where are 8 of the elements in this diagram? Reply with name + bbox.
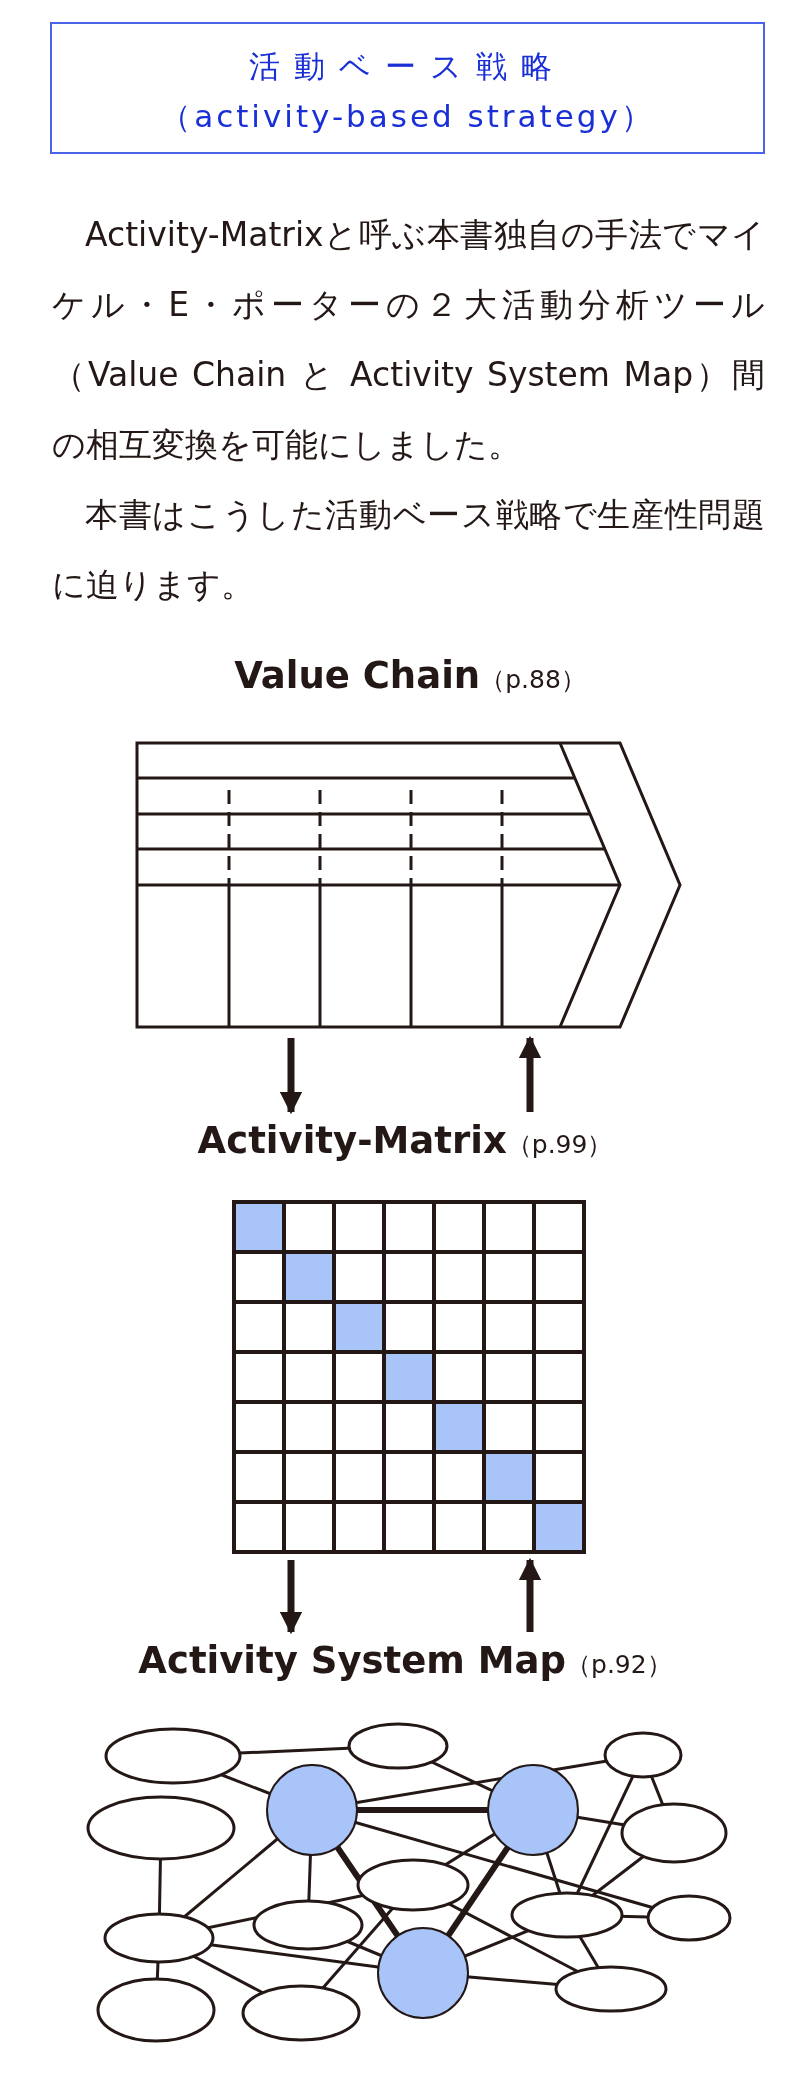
title-text: （activity-based strategy） — [159, 97, 656, 136]
paragraph: 本書はこうした活動ベース戦略で生産性問題に迫ります。 — [52, 494, 765, 606]
heading: Activity System Map（p.92） — [138, 1638, 672, 1684]
heading: Activity-Matrix（p.99） — [197, 1118, 613, 1164]
title-box — [50, 22, 765, 154]
heading: Value Chain（p.88） — [234, 653, 586, 699]
paragraph: Activity-Matrixと呼ぶ本書独自の手法でマイケル・E・ポーターの２大活動分析ツール（Value Chain と Activity System Map）間の相互変換を可能にしました。 — [52, 214, 765, 466]
title-text: 活動ベース戦略 — [248, 47, 567, 86]
